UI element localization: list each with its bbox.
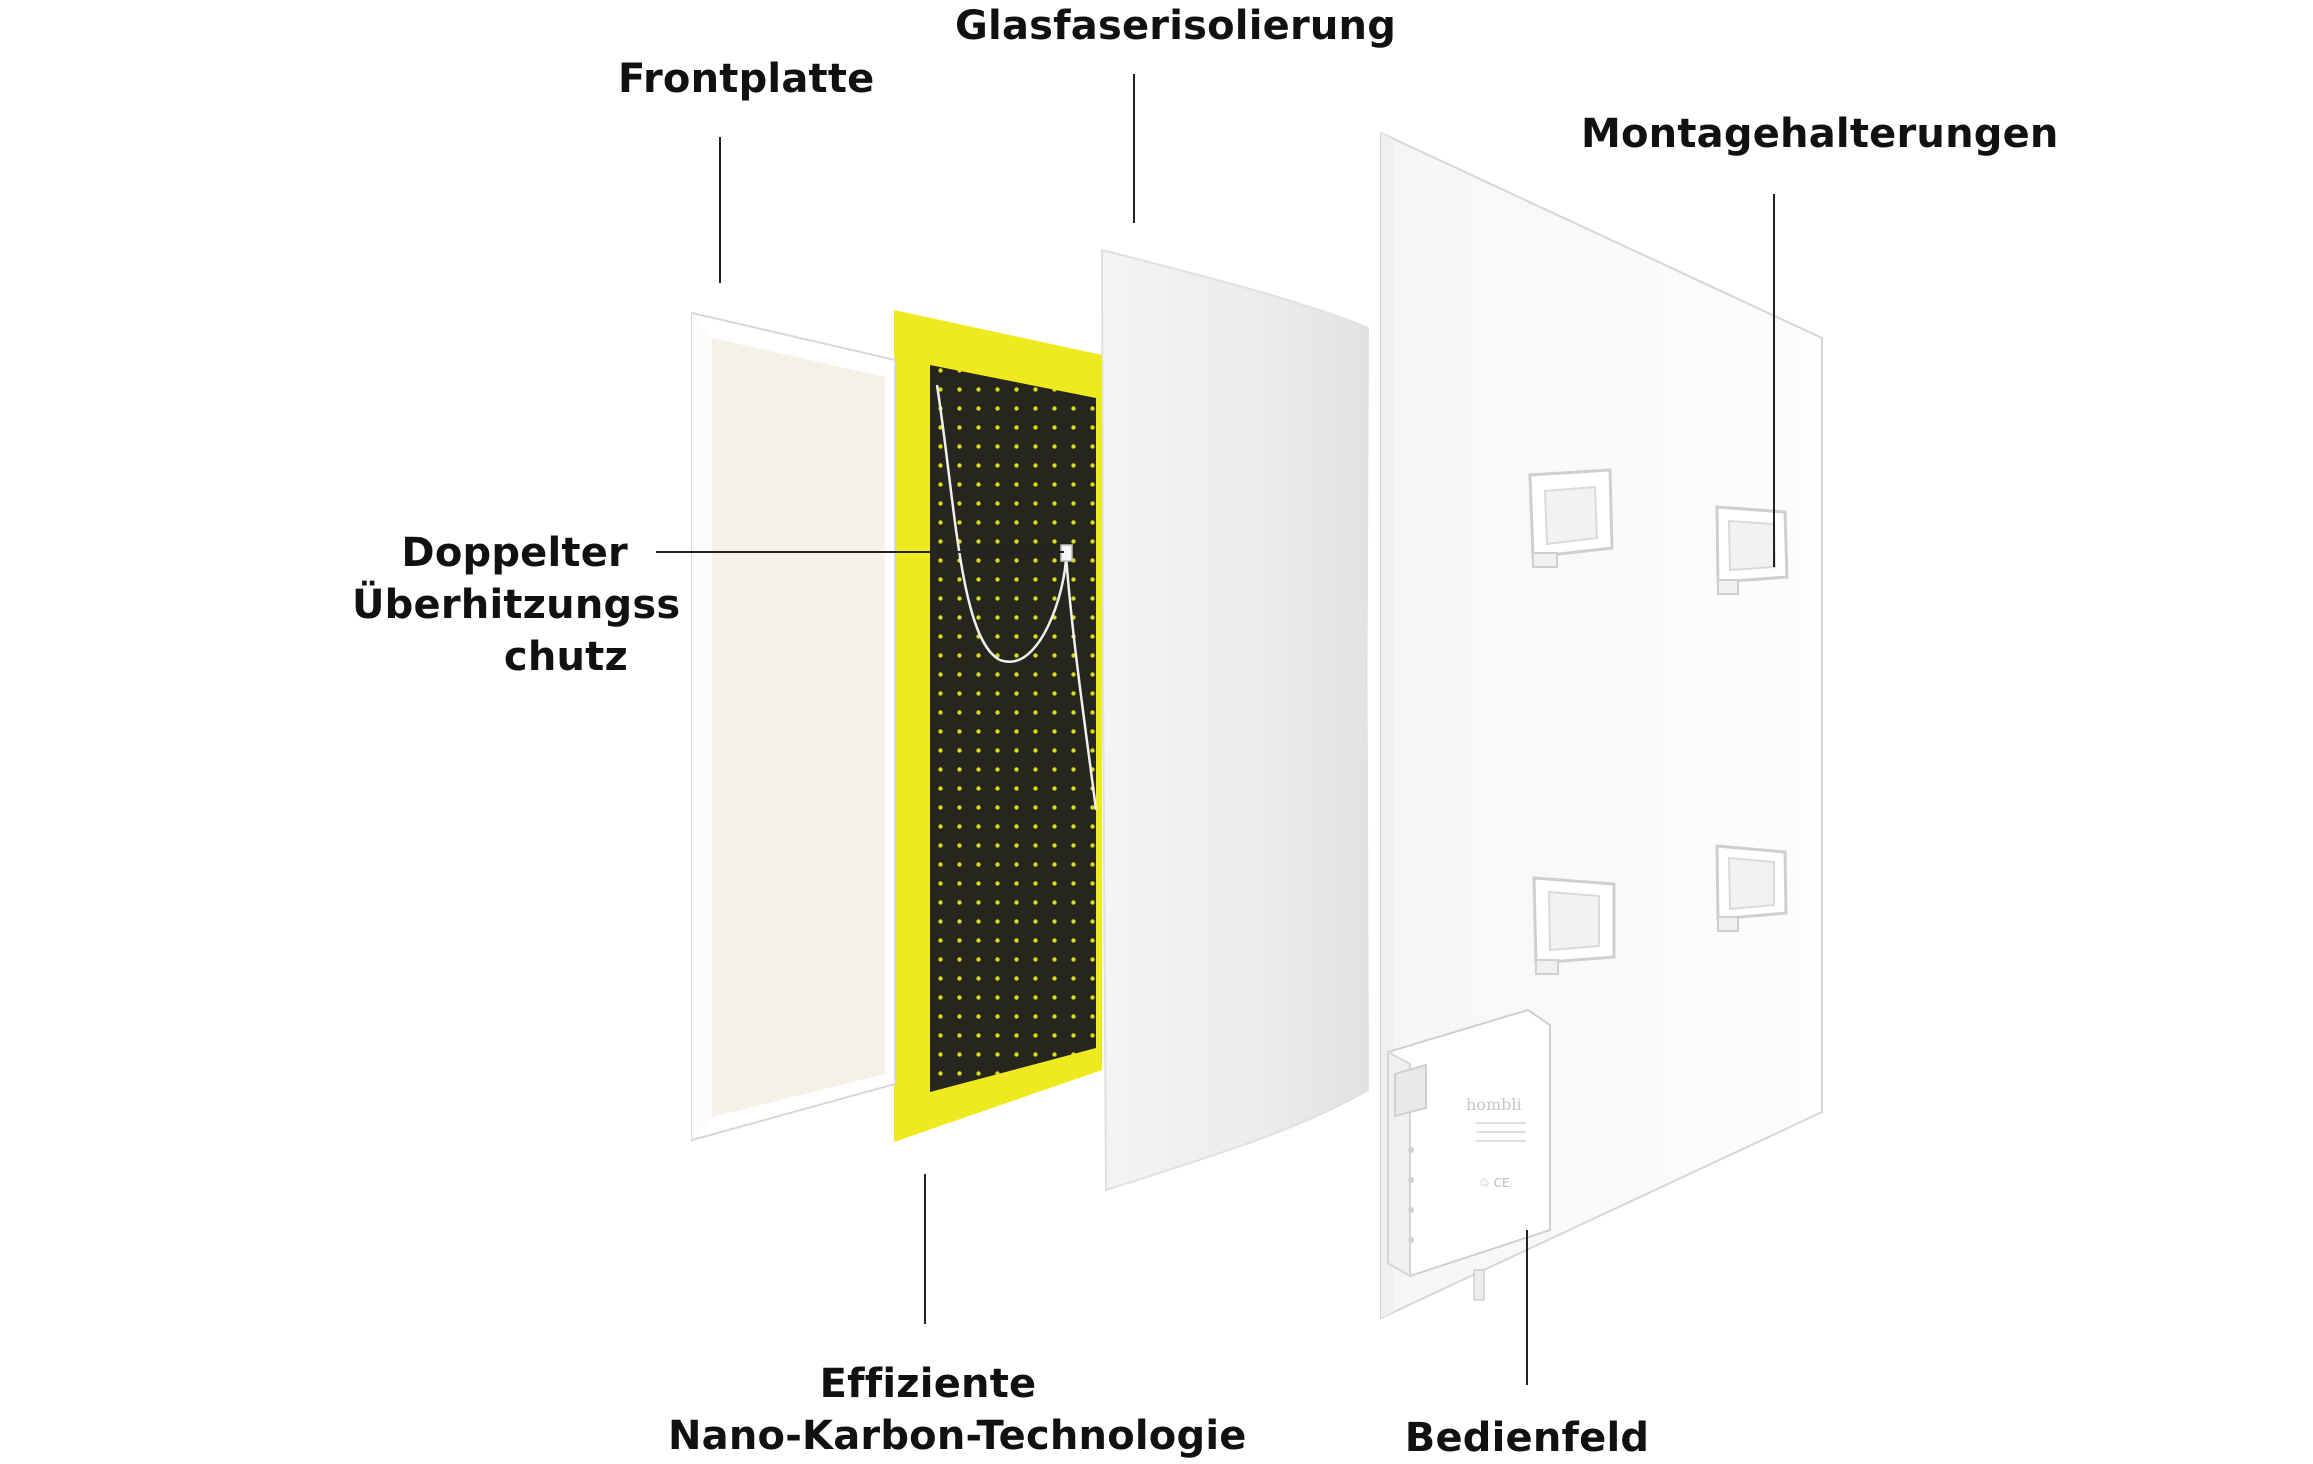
mounting-bracket-bottom-right <box>1715 844 1788 932</box>
label-bedienfeld: Bedienfeld <box>1404 1415 1650 1461</box>
leader-lines <box>656 74 1775 1385</box>
label-montagehalterungen: Montagehalterungen <box>1581 111 2059 157</box>
mounting-bracket-bottom-left <box>1532 876 1616 975</box>
carbon-film <box>894 310 1102 1142</box>
control-box: hombli ♲ CE <box>1387 1008 1551 1301</box>
label-frontplatte: Frontplatte <box>618 56 875 102</box>
insulation-layer <box>1100 248 1370 1192</box>
label-doppelter-line-3: chutz <box>503 634 628 680</box>
label-doppelter-line-2: Überhitzungss <box>352 582 681 628</box>
mounting-bracket-top-left <box>1528 468 1614 568</box>
label-effiziente-line-2: Nano-Karbon-Technologie <box>668 1413 1247 1459</box>
label-glasfaserisolierung: Glasfaserisolierung <box>955 3 1397 49</box>
label-effiziente-line-1: Effiziente <box>819 1361 1037 1407</box>
label-effiziente-nano-karbon: Effiziente Nano-Karbon-Technologie <box>668 1358 1247 1462</box>
control-box-brand: hombli <box>1466 1095 1522 1114</box>
label-doppelter-line-1: Doppelter <box>401 530 628 576</box>
control-box-marks: ♲ CE <box>1479 1176 1510 1190</box>
front-plate <box>691 311 896 1142</box>
label-doppelter-ueberhitzungsschutz: Doppelter Überhitzungss chutz <box>352 527 681 683</box>
sensor-wire <box>935 384 1098 811</box>
